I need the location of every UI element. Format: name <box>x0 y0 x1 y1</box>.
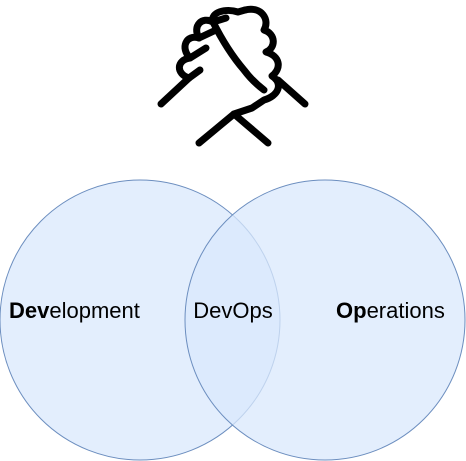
development-label: Development <box>9 298 140 323</box>
operations-label-rest: erations <box>367 298 445 323</box>
lower-forearms <box>195 110 272 147</box>
right-hand <box>230 5 282 118</box>
left-fingers <box>185 14 230 82</box>
development-label-rest: elopment <box>49 298 140 323</box>
development-label-bold: Dev <box>9 298 50 323</box>
operations-label: Operations <box>336 298 445 323</box>
devops-label: DevOps <box>193 298 272 323</box>
operations-circle <box>184 179 466 461</box>
grip-center <box>209 18 268 94</box>
operations-label-bold: Op <box>336 298 367 323</box>
handshake-icon <box>157 5 309 147</box>
left-forearm <box>157 74 193 108</box>
right-arm <box>274 76 309 108</box>
